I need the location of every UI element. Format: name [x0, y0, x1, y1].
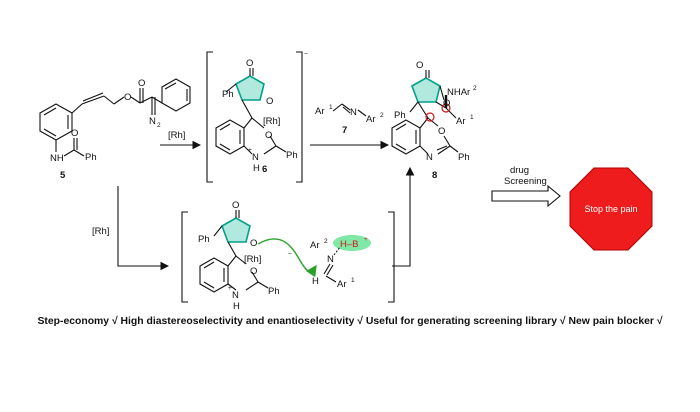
ar2-superscript: 2	[324, 238, 328, 245]
ar1-label: Ar	[456, 116, 466, 127]
ph-label: Ph	[222, 89, 234, 100]
atom-n: N	[232, 290, 239, 301]
compound-5-atom-labels: O O N 2 O NH Ph 5	[50, 78, 161, 181]
ar1-superscript: 1	[351, 277, 355, 284]
atom-n: N	[350, 107, 357, 118]
rh-anion-label: [Rh]	[263, 116, 280, 127]
nhar2-superscript: 2	[473, 85, 477, 92]
atom-o: O	[138, 78, 145, 89]
transition-state-labels: O Ph O [Rh] O + N H Ph −	[198, 200, 292, 312]
compound-5-label: 5	[60, 170, 66, 181]
nhar2-label: NHAr	[447, 87, 470, 98]
atom-n: N	[252, 152, 259, 163]
ph-label: Ph	[85, 152, 97, 163]
catalyst-label: [Rh]	[168, 130, 185, 141]
atom-o: O	[416, 60, 423, 71]
catalyst-label-lower: [Rh]	[92, 226, 109, 237]
compound-6-label: 6	[262, 164, 267, 175]
atom-o: O	[250, 238, 257, 249]
n2-subscript: 2	[157, 122, 161, 129]
stop-sign: Stop the pain	[569, 167, 653, 251]
screening-label: Screening	[504, 176, 547, 187]
atom-h: H	[253, 163, 260, 174]
atom-o: O	[250, 266, 257, 277]
intermediate-6-bracket	[206, 51, 303, 183]
ar2-label: Ar	[366, 114, 376, 125]
ph-label: Ph	[268, 286, 280, 297]
compound-8-label: 8	[432, 170, 437, 181]
ar1-label: Ar	[315, 106, 325, 117]
ar2-superscript: 2	[380, 112, 384, 119]
atom-o: O	[265, 130, 272, 141]
rh-minus: −	[288, 251, 292, 258]
intermediate-6-charge: −	[304, 51, 308, 58]
product-8-labels: O Ph O NHAr 2 Ar 1 O N Ph 8	[394, 60, 477, 181]
atom-o: O	[246, 58, 253, 69]
ar2-label: Ar	[310, 240, 320, 251]
n2-label: N	[149, 116, 156, 127]
imine-7-structure: Ar 1 N Ar 2 7	[315, 103, 384, 136]
charge-plus: +	[228, 285, 232, 292]
ar1-superscript: 1	[329, 104, 333, 111]
charge-plus: +	[248, 147, 252, 154]
rh-anion-label: [Rh]	[244, 254, 261, 265]
intermediate-6-labels: O Ph O [Rh] O + N H Ph 6	[222, 58, 298, 175]
atom-h: H	[312, 276, 319, 287]
ph-label: Ph	[394, 110, 406, 121]
atom-h: H	[233, 301, 240, 312]
stereocenter-markers	[425, 95, 451, 122]
compound-5-structure	[39, 78, 191, 157]
drug-screening-arrow: drug Screening	[491, 165, 561, 208]
ar1-label: Ar	[337, 279, 347, 290]
curved-electron-arrow	[257, 238, 317, 278]
atom-o: O	[232, 200, 239, 211]
atom-o: O	[266, 96, 273, 107]
atom-n: N	[327, 254, 334, 265]
hb-bubble	[333, 235, 371, 251]
transition-state-structure	[199, 210, 269, 293]
drug-label: drug	[510, 165, 529, 176]
atom-o: O	[71, 128, 78, 139]
lower-pathway-arrows	[117, 166, 415, 271]
hb-charge: +	[364, 236, 368, 243]
benefits-caption: Step-economy √ High diastereoselectivity…	[37, 316, 663, 327]
atom-o: O	[438, 126, 445, 137]
compound-7-label: 7	[342, 125, 347, 136]
atom-o: O	[124, 92, 131, 103]
product-8-structure	[391, 70, 459, 155]
ar1-superscript: 1	[470, 114, 474, 121]
atom-o: O	[443, 98, 450, 109]
imine-activation: Ar 2 N H–B + H Ar 1	[310, 235, 371, 290]
ph-label: Ph	[286, 150, 298, 161]
ph-label: Ph	[458, 152, 470, 163]
hb-label: H–B	[340, 239, 358, 250]
ph-label: Ph	[198, 234, 210, 245]
transition-state-bracket	[181, 211, 395, 303]
intermediate-6-structure	[215, 68, 287, 155]
atom-nh: NH	[50, 153, 64, 164]
stop-sign-text: Stop the pain	[584, 204, 637, 214]
atom-n: N	[426, 152, 433, 163]
